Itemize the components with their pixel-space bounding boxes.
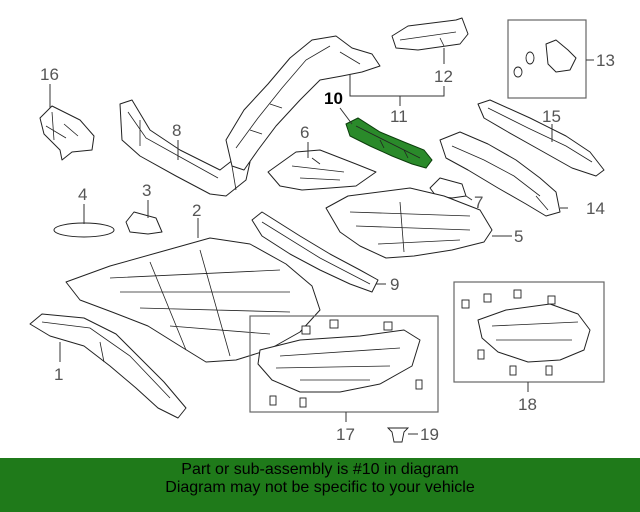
callout-14[interactable]: 14	[586, 199, 605, 218]
callout-13[interactable]: 13	[596, 51, 615, 70]
part-3-bracket[interactable]	[125, 211, 163, 235]
leader-10	[339, 107, 353, 125]
part-19-clip[interactable]	[386, 427, 410, 443]
callout-12[interactable]: 12	[434, 67, 453, 86]
callout-18[interactable]: 18	[518, 395, 537, 414]
part-12-plate[interactable]	[391, 17, 469, 51]
callout-15[interactable]: 15	[542, 107, 561, 126]
part-17-undercover[interactable]	[257, 319, 423, 408]
part-13-bracket[interactable]	[513, 39, 577, 78]
callout-10[interactable]: 10	[324, 89, 343, 108]
part-5-floor-pan[interactable]	[325, 187, 493, 259]
callout-8[interactable]: 8	[172, 121, 181, 140]
part-18-undercover[interactable]	[461, 289, 591, 376]
part-16-bracket[interactable]	[39, 105, 95, 161]
callout-6[interactable]: 6	[300, 123, 309, 142]
callout-7[interactable]: 7	[474, 193, 483, 212]
part-1-side-rail[interactable]	[29, 313, 187, 419]
callout-4[interactable]: 4	[78, 185, 87, 204]
callout-19[interactable]: 19	[420, 425, 439, 444]
leader-7	[465, 195, 473, 201]
info-banner: Part or sub-assembly is #10 in diagram D…	[0, 458, 640, 512]
part-8-side-rail[interactable]	[119, 99, 251, 197]
callout-5[interactable]: 5	[514, 227, 523, 246]
parts-diagram: 16 8 12 11 13 10 15	[29, 17, 615, 444]
part-13-frame	[507, 19, 587, 99]
part-9-cross-rail[interactable]	[251, 211, 379, 293]
part-rear-rail-left[interactable]	[225, 35, 381, 171]
part-18-frame	[453, 281, 605, 383]
part-2-main-floor[interactable]	[65, 237, 321, 363]
part-10-crossmember[interactable]	[345, 117, 433, 169]
banner-line-2: Diagram may not be specific to your vehi…	[165, 479, 475, 496]
callout-2[interactable]: 2	[192, 201, 201, 220]
leader-11-bracket	[349, 74, 445, 97]
callout-11[interactable]: 11	[390, 107, 408, 126]
callout-9[interactable]: 9	[390, 275, 399, 294]
callout-1[interactable]: 1	[54, 365, 63, 384]
part-4-seal[interactable]	[53, 222, 115, 238]
part-17-frame	[249, 315, 439, 413]
banner-line-1: Part or sub-assembly is #10 in diagram	[181, 461, 459, 478]
part-6-floor-panel[interactable]	[267, 149, 377, 191]
callout-16[interactable]: 16	[40, 65, 59, 84]
callout-17[interactable]: 17	[336, 425, 355, 444]
callout-3[interactable]: 3	[142, 181, 151, 200]
part-14-rail[interactable]	[439, 131, 561, 217]
part-15-rail[interactable]	[477, 99, 605, 177]
